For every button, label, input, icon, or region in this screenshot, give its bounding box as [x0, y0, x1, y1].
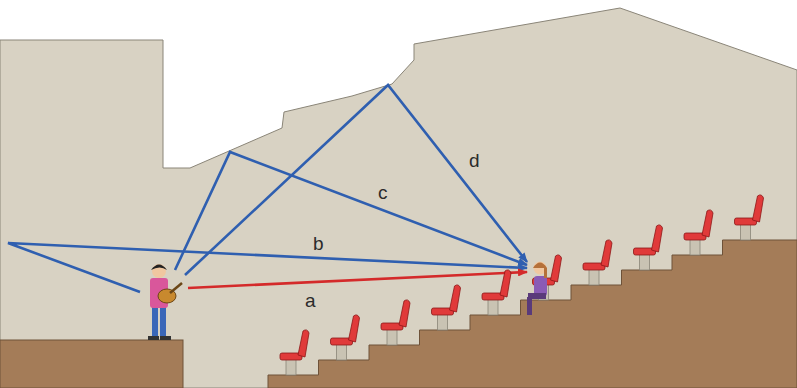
- seat: [634, 225, 663, 270]
- ray-c: [175, 152, 527, 270]
- ray-a: [188, 272, 527, 288]
- audience-floor: [268, 240, 797, 388]
- seat: [280, 330, 309, 375]
- seat-pedestal: [438, 314, 448, 330]
- seat-back: [399, 300, 410, 327]
- seat-pedestal: [640, 254, 650, 270]
- path-letter: c: [378, 183, 388, 202]
- seat-back: [349, 315, 360, 342]
- stepped-floor: [268, 240, 797, 388]
- seat: [735, 195, 764, 240]
- seat: [684, 210, 713, 255]
- ray-b: [8, 243, 527, 292]
- seat: [331, 315, 360, 360]
- seat-back: [450, 285, 461, 312]
- seat-back: [702, 210, 713, 237]
- seat-pedestal: [286, 359, 296, 375]
- seat-back: [500, 270, 511, 297]
- seat-pedestal: [337, 344, 347, 360]
- seat-back: [298, 330, 309, 357]
- seat: [583, 240, 612, 285]
- hall-wall: [0, 8, 797, 388]
- path-letter: a: [305, 291, 316, 310]
- seat-pedestal: [488, 299, 498, 315]
- seat-back: [753, 195, 764, 222]
- stage-floor: [0, 340, 183, 388]
- guitarist-figure: [148, 264, 182, 340]
- sound-rays: [8, 85, 527, 292]
- seat-pedestal: [387, 329, 397, 345]
- seat-rows: [280, 195, 764, 375]
- seat-back: [551, 255, 562, 282]
- path-letter: b: [313, 234, 324, 253]
- seat-back: [601, 240, 612, 267]
- seat: [482, 270, 511, 315]
- seat: [381, 300, 410, 345]
- seat-pedestal: [741, 224, 751, 240]
- listener-figure: [527, 262, 547, 316]
- seat: [432, 285, 461, 330]
- seat-pedestal: [690, 239, 700, 255]
- seat-pedestal: [589, 269, 599, 285]
- ray-d: [185, 85, 527, 275]
- path-letter: d: [469, 151, 480, 170]
- seat-back: [652, 225, 663, 252]
